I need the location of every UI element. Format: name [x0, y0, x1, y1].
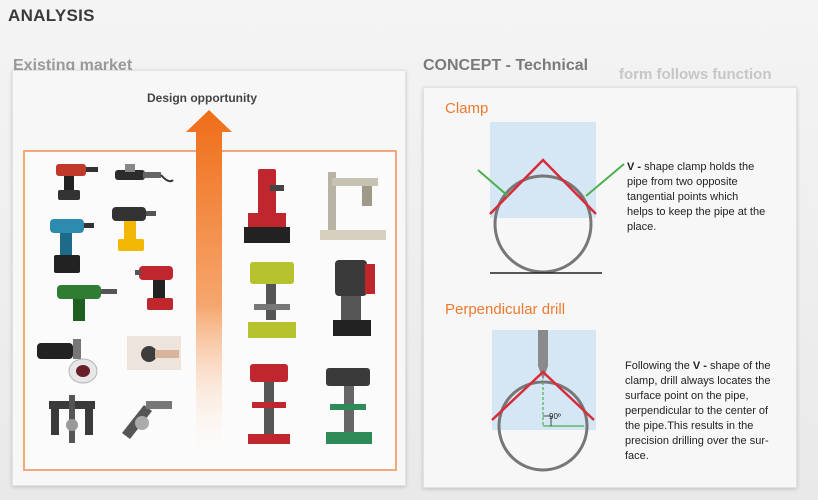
drill-description: Following the V - shape of the clamp, dr…	[625, 359, 775, 464]
floor-drill-press-icon	[326, 368, 372, 444]
pipe-vise-icon	[122, 401, 172, 439]
clamp-description: V - shape clamp holds the pipe from two …	[627, 160, 767, 235]
angle-label: 90º	[549, 412, 561, 421]
cordless-drill-icon	[56, 164, 98, 200]
pipe-clamp-icon	[127, 336, 181, 370]
existing-market-title: Existing market	[13, 57, 133, 74]
bench-drill-press-icon	[248, 262, 296, 338]
pipe-cutter-icon	[37, 339, 98, 384]
clamp-diagram	[477, 122, 602, 274]
cordless-drill-icon	[112, 207, 156, 251]
magnetic-drill-icon	[333, 260, 375, 336]
drill-description-bold: V -	[692, 360, 707, 372]
cordless-drill-icon	[135, 266, 173, 310]
pipe-vise-icon	[49, 395, 95, 443]
design-opportunity-label: Design opportunity	[147, 91, 257, 105]
concept-technical-title: CONCEPT - Technical	[423, 57, 589, 74]
heat-gun-icon	[115, 164, 174, 183]
design-opportunity-arrow	[186, 110, 232, 465]
drill-description-pre: Following the	[625, 360, 693, 372]
clamp-description-text: shape clamp holds the pipe from two oppo…	[627, 161, 766, 233]
clamp-description-bold: V -	[627, 161, 642, 173]
clamp-heading: Clamp	[445, 100, 489, 117]
cordless-drill-icon	[50, 219, 94, 273]
magnetic-drill-icon	[244, 169, 290, 243]
floor-drill-press-icon	[248, 364, 290, 444]
screwdriver-drill-icon	[57, 285, 117, 321]
concept-panel	[423, 87, 797, 488]
clamp-pointer-line	[585, 163, 625, 197]
perpendicular-drill-heading: Perpendicular drill	[445, 301, 566, 318]
drill-description-post: shape of the clamp, drill always locates…	[625, 360, 771, 462]
drill-diagram	[491, 330, 596, 472]
page-title: ANALYSIS	[8, 6, 95, 25]
tagline: form follows function	[619, 66, 772, 83]
radial-drill-icon	[320, 172, 386, 240]
